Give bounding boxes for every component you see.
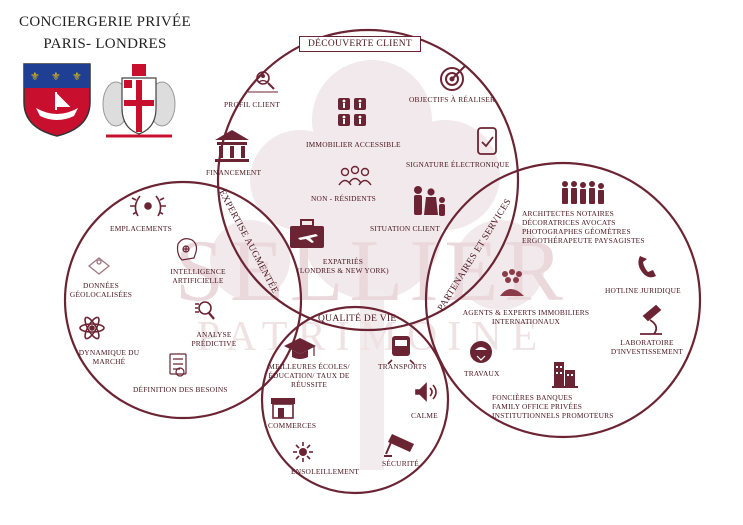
- label-foncieres-line1: FONCIÈRES BANQUES: [492, 393, 573, 402]
- label-donnees: DONNÉES GÉOLOCALISÉES: [66, 281, 136, 299]
- family-icon: [414, 186, 445, 216]
- label-donnees-line1: DONNÉES: [83, 281, 119, 290]
- label-definition-besoins: DÉFINITION DES BESOINS: [133, 385, 228, 394]
- security-camera-icon: [384, 434, 414, 457]
- location-map-icon: [87, 257, 111, 275]
- label-agents-line1: AGENTS & EXPERTS IMMOBILIERS: [462, 308, 590, 317]
- title-qualite-de-vie: QUALITÉ DE VIE: [318, 314, 397, 324]
- label-dynamique: DYNAMIQUE DU MARCHÉ: [74, 348, 144, 366]
- label-intelligence: INTELLIGENCE ARTIFICIELLE: [166, 267, 230, 285]
- label-emplacements: EMPLACEMENTS: [110, 224, 172, 233]
- label-professionals-line4: ERGOTHÉRAPEUTE PAYSAGISTES: [522, 236, 645, 245]
- label-donnees-line2: GÉOLOCALISÉES: [69, 290, 133, 299]
- title-decouverte-client: DÉCOUVERTE CLIENT: [299, 36, 422, 52]
- label-dynamique-line1: DYNAMIQUE DU: [78, 348, 140, 357]
- label-situation-client: SITUATION CLIENT: [370, 224, 440, 233]
- header-title-line1: CONCIERGERIE PRIVÉE: [19, 14, 191, 30]
- svg-text:⚜: ⚜: [30, 70, 40, 83]
- bank-icon: [215, 130, 249, 162]
- paris-crest-icon: ⚜ ⚜ ⚜: [23, 63, 91, 137]
- speaker-icon: [415, 382, 437, 402]
- label-foncieres-line2: FAMILY OFFICE PRIVÉES: [492, 402, 583, 411]
- label-agents: AGENTS & EXPERTS IMMOBILIERS INTERNATION…: [461, 308, 591, 326]
- label-laboratoire: LABORATOIRE D'INVESTISSEMENT: [606, 338, 688, 356]
- profile-search-icon: [248, 71, 278, 93]
- microscope-icon: [640, 304, 662, 335]
- analytics-search-icon: [195, 301, 215, 320]
- label-ecoles: MEILLEURES ÉCOLES/ ÉDUCATION/ TAUX DE RÉ…: [268, 362, 350, 389]
- label-profil-client: PROFIL CLIENT: [224, 100, 280, 109]
- label-travaux: TRAVAUX: [464, 369, 500, 378]
- label-ensoleillement: ENSOLEILLEMENT: [291, 467, 360, 476]
- label-ecoles-line2: ÉDUCATION/ TAUX DE: [268, 371, 350, 380]
- label-transports: TRANSPORTS: [378, 362, 427, 371]
- suitcase-plane-icon: [290, 219, 324, 248]
- label-commerces: COMMERCES: [268, 421, 317, 430]
- ai-head-icon: [176, 238, 198, 261]
- target-icon: [440, 65, 466, 91]
- graduation-cap-icon: [284, 338, 316, 359]
- phone-icon: [638, 256, 656, 278]
- label-professionals-line3: PHOTOGRAPHES GÉOMÈTRES: [522, 227, 631, 236]
- london-crest-icon: [102, 64, 176, 138]
- label-signature: SIGNATURE ÉLECTRONIQUE: [406, 160, 510, 169]
- svg-text:⚜: ⚜: [51, 70, 61, 83]
- e-signature-icon: [477, 127, 497, 155]
- circle-qualite-de-vie: [260, 305, 450, 495]
- label-dynamique-line2: MARCHÉ: [92, 357, 126, 366]
- group-icon: [338, 165, 372, 186]
- label-hotline: HOTLINE JURIDIQUE: [605, 286, 681, 295]
- label-immobilier-accessible: IMMOBILIER ACCESSIBLE: [306, 140, 401, 149]
- label-expatries: EXPATRIÉS (LONDRES & NEW YORK): [296, 257, 390, 275]
- label-objectifs: OBJECTIFS À RÉALISER: [409, 95, 496, 104]
- laurel-wreath-icon: [130, 195, 166, 217]
- worker-icon: [470, 341, 492, 363]
- label-calme: CALME: [411, 411, 438, 420]
- label-professionals: ARCHITECTES NOTAIRES DÉCORATRICES AVOCAT…: [522, 209, 645, 245]
- label-professionals-line2: DÉCORATRICES AVOCATS: [522, 218, 616, 227]
- watermark-sellier: SELLIER: [175, 223, 569, 320]
- label-analyse: ANALYSE PRÉDICTIVE: [184, 330, 244, 348]
- accessibility-icon: [338, 98, 366, 126]
- circle-partenaires-services: [424, 161, 702, 439]
- svg-text:⚜: ⚜: [72, 70, 82, 83]
- molecule-icon: [79, 316, 105, 340]
- sun-icon: [293, 442, 313, 462]
- label-non-residents: NON - RÉSIDENTS: [311, 194, 376, 203]
- label-intelligence-line1: INTELLIGENCE: [170, 267, 226, 276]
- label-expatries-line2: (LONDRES & NEW YORK): [297, 266, 389, 275]
- header-title-line2: PARIS- LONDRES: [43, 36, 167, 52]
- label-expatries-line1: EXPATRIÉS: [322, 257, 364, 266]
- label-foncieres: FONCIÈRES BANQUES FAMILY OFFICE PRIVÉES …: [492, 393, 614, 420]
- circle-decouverte-client: [216, 28, 520, 332]
- label-ecoles-line3: RÉUSSITE: [290, 380, 328, 389]
- label-intelligence-line2: ARTIFICIELLE: [172, 276, 224, 285]
- label-securite: SÉCURITÉ: [382, 459, 419, 468]
- needs-checklist-icon: [169, 353, 187, 377]
- train-icon: [387, 336, 415, 365]
- professionals-group-icon: [562, 181, 604, 204]
- storefront-icon: [271, 398, 295, 419]
- label-foncieres-line3: INSTITUTIONNELS PROMOTEURS: [492, 411, 614, 420]
- label-agents-line2: INTERNATIONAUX: [491, 317, 561, 326]
- label-laboratoire-line2: D'INVESTISSEMENT: [610, 347, 684, 356]
- label-financement: FINANCEMENT: [206, 168, 262, 177]
- label-ecoles-line1: MEILLEURES ÉCOLES/: [268, 362, 350, 371]
- buildings-icon: [552, 362, 578, 388]
- label-laboratoire-line1: LABORATOIRE: [620, 338, 674, 347]
- circle-expertise-augmentee: [63, 180, 303, 420]
- crowd-icon: [500, 269, 524, 296]
- label-analyse-line1: ANALYSE: [196, 330, 232, 339]
- label-professionals-line1: ARCHITECTES NOTAIRES: [522, 209, 614, 218]
- label-analyse-line2: PRÉDICTIVE: [191, 339, 237, 348]
